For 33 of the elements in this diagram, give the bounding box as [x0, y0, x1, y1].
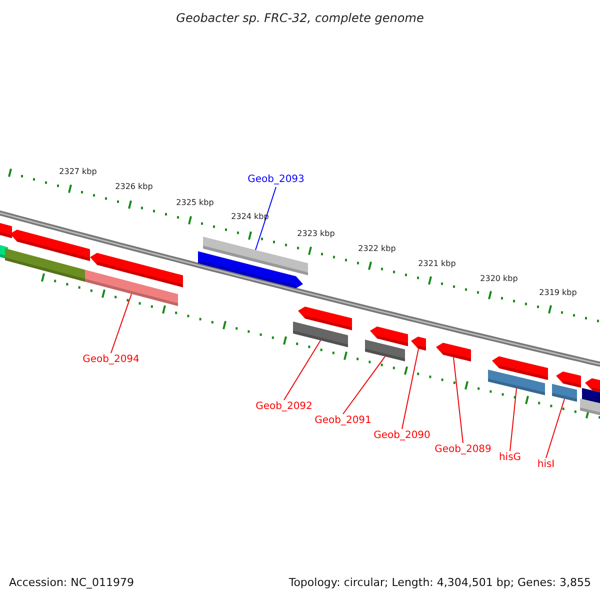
scale-label: 2326 kbp [115, 182, 153, 192]
scale-label: 2321 kbp [418, 258, 456, 269]
scale-label: 2323 kbp [297, 228, 335, 239]
gene-block [203, 236, 308, 276]
gene-block [365, 340, 405, 362]
gene-label: hisI [537, 459, 555, 471]
map-title: Geobacter sp. FRC-32, complete genome [176, 11, 424, 25]
genome-summary-text: Topology: circular; Length: 4,304,501 bp; Genes: 3,855 [288, 576, 591, 589]
gene-label: Geob_2091 [314, 415, 372, 427]
scale-label: 2327 kbp [59, 167, 97, 178]
gene-label: hisG [498, 452, 522, 464]
leader-line [510, 388, 517, 452]
accession-text: Accession: NC_011979 [9, 576, 134, 589]
gene-label: Geob_2094 [82, 354, 140, 366]
gene-block [85, 270, 178, 306]
scale-label: 2322 kbp [358, 244, 396, 254]
gene-block [293, 322, 348, 348]
gene-block [488, 370, 545, 396]
gene-label: Geob_2090 [374, 430, 430, 442]
gene-block [552, 384, 577, 402]
gene-block [411, 336, 426, 351]
scale-label: 2320 kbp [480, 274, 518, 284]
scale-label: 2325 kbp [176, 198, 214, 208]
leader-line [453, 356, 464, 444]
leader-line [110, 294, 132, 354]
leader-line [255, 186, 276, 250]
leader-line [284, 340, 321, 400]
scale-label: 2319 kbp [539, 288, 577, 298]
leader-line [402, 348, 419, 430]
gene-label: Geob_2092 [256, 401, 312, 413]
gene-label: Geob_2093 [248, 174, 304, 186]
gene-label: Geob_2089 [434, 444, 492, 456]
gene-block [436, 342, 471, 362]
